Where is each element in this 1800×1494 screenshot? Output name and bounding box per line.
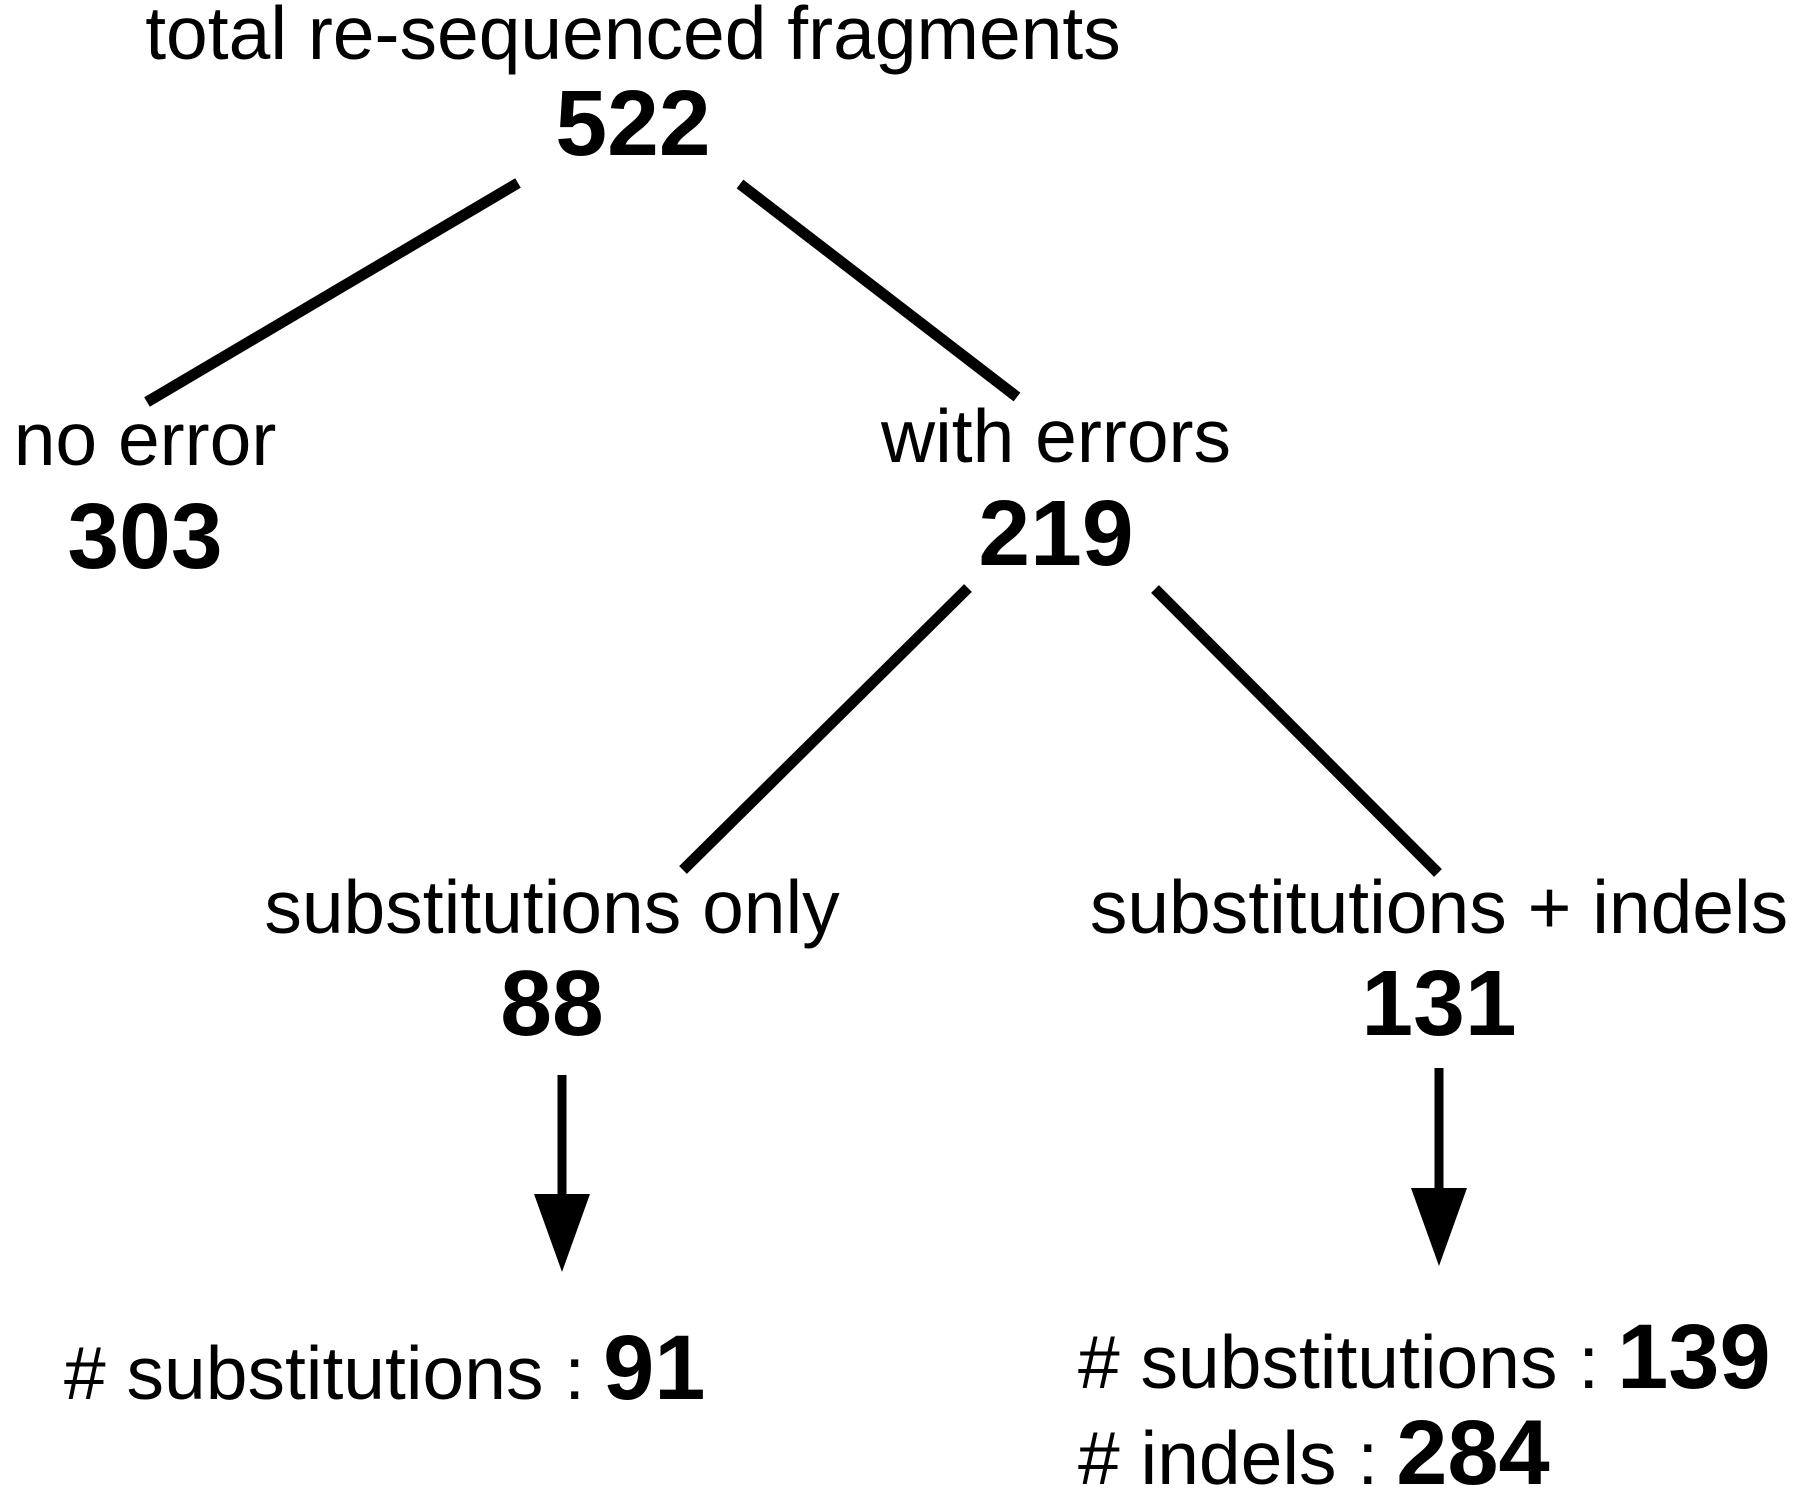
result-substitutions-plus-indels-substitutions-value: 139 [1617,1306,1771,1408]
node-total-resequenced-fragments-label: total re-sequenced fragments [145,0,1121,75]
result-substitutions-only-count-label: # substitutions : [64,1331,586,1415]
node-substitutions-plus-indels: substitutions + indels 131 [1090,870,1788,1050]
node-substitutions-only-label: substitutions only [264,865,840,949]
node-total-resequenced-fragments: total re-sequenced fragments 522 [145,0,1121,170]
node-with-errors-label: with errors [880,394,1232,478]
down-arrow-substitutions-plus-indels [1411,1068,1467,1266]
down-arrow-substitutions-only [534,1075,590,1272]
edge-with-errors-to-substitutions-only [679,584,972,874]
node-no-error-value: 303 [67,484,223,588]
result-substitutions-plus-indels-substitutions-count: # substitutions :139 [1078,1311,1771,1403]
node-substitutions-only-value: 88 [500,951,604,1055]
node-substitutions-only: substitutions only 88 [264,870,839,1050]
edge-with-errors-to-substitutions-plus-indels [1151,585,1442,877]
node-no-error-label: no error [13,397,277,481]
result-substitutions-only-count-value: 91 [603,1317,706,1419]
edge-root-to-with-errors [736,179,1021,402]
node-substitutions-plus-indels-value: 131 [1361,951,1517,1055]
node-no-error: no error 303 [14,402,277,583]
node-total-resequenced-fragments-value: 522 [555,71,711,175]
result-substitutions-plus-indels-substitutions-label: # substitutions : [1078,1320,1600,1404]
result-substitutions-only-count: # substitutions :91 [64,1322,705,1414]
node-with-errors: with errors 219 [881,399,1231,580]
result-substitutions-plus-indels-indels-count: # indels :284 [1078,1407,1550,1494]
node-substitutions-plus-indels-label: substitutions + indels [1089,865,1789,949]
result-substitutions-plus-indels-indels-value: 284 [1396,1402,1550,1494]
node-with-errors-value: 219 [978,481,1134,585]
result-substitutions-plus-indels-indels-label: # indels : [1078,1416,1379,1494]
edge-root-to-no-error [144,178,521,407]
